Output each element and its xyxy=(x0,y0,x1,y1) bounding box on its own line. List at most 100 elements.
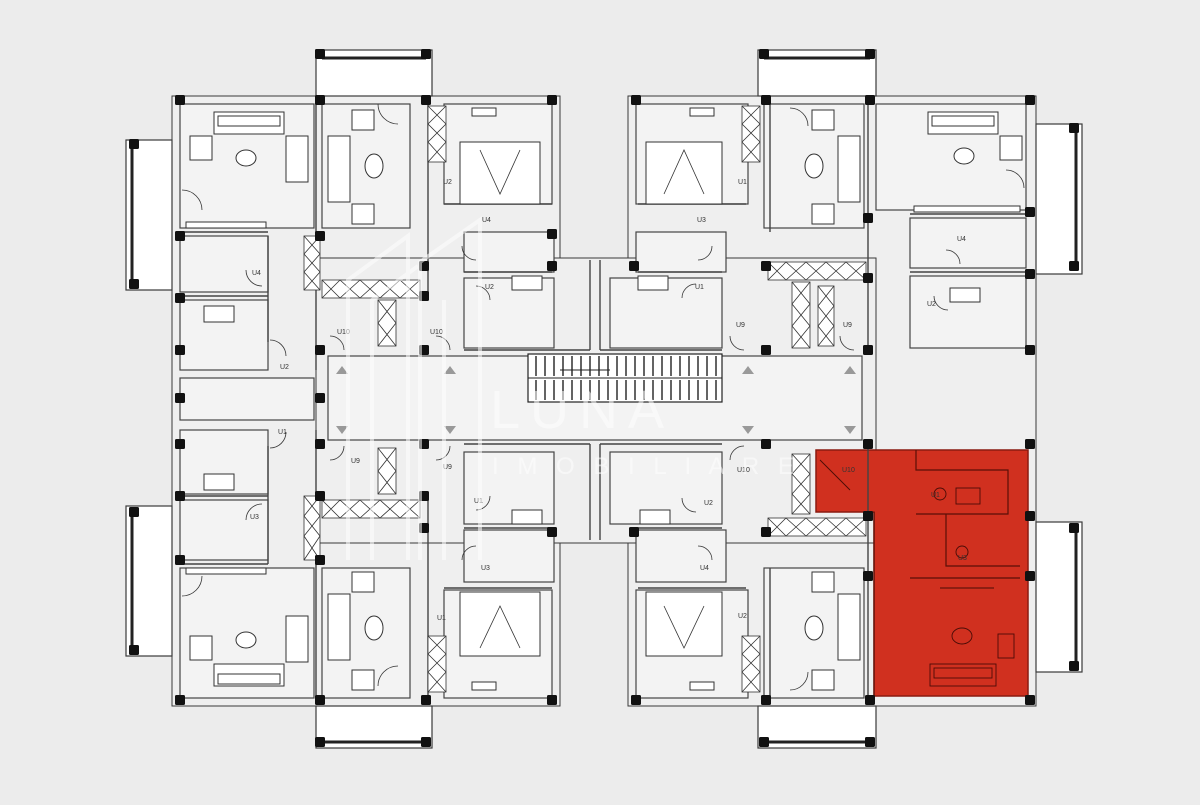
room-bl-kitchen xyxy=(179,499,269,561)
structural-column xyxy=(547,695,557,705)
structural-column xyxy=(175,231,185,241)
structural-column xyxy=(315,231,325,241)
door-tag: U10 xyxy=(842,467,855,474)
structural-column xyxy=(175,555,185,565)
corridor-left-link xyxy=(179,377,315,421)
structural-column xyxy=(175,95,185,105)
structural-column xyxy=(421,695,431,705)
structural-column xyxy=(629,527,639,537)
door-tag: U9 xyxy=(843,322,852,329)
structural-column xyxy=(175,695,185,705)
furniture xyxy=(185,107,1023,691)
room-tr-dining2 xyxy=(909,275,1027,349)
structural-column xyxy=(175,345,185,355)
structural-column xyxy=(629,261,639,271)
door-tag: U1 xyxy=(738,179,747,186)
structural-column xyxy=(865,95,875,105)
structural-column xyxy=(129,507,139,517)
structural-column xyxy=(175,439,185,449)
room-tr-dining xyxy=(609,277,723,349)
door-tag: U3 xyxy=(481,565,490,572)
watermark: LUNA I M O B I L I A R E xyxy=(346,216,800,560)
door-tag: U2 xyxy=(738,613,747,620)
door-tag: U10 xyxy=(337,329,350,336)
structural-column xyxy=(761,95,771,105)
structural-column xyxy=(863,273,873,283)
structural-column xyxy=(863,439,873,449)
structural-column xyxy=(315,49,325,59)
door-tag: U3 xyxy=(958,555,967,562)
shafts xyxy=(303,105,867,693)
door-tag: U1 xyxy=(931,492,940,499)
structural-column xyxy=(315,737,325,747)
structural-column xyxy=(863,511,873,521)
structural-column xyxy=(421,737,431,747)
structural-column xyxy=(761,527,771,537)
structural-column xyxy=(175,293,185,303)
structural-column xyxy=(315,555,325,565)
structural-column xyxy=(1025,95,1035,105)
structural-column xyxy=(547,229,557,239)
door-tag: U10 xyxy=(430,329,443,336)
structural-column xyxy=(1025,571,1035,581)
structural-column xyxy=(547,261,557,271)
door-tag: U1 xyxy=(695,284,704,291)
door-tag: U2 xyxy=(704,500,713,507)
columns xyxy=(129,49,1079,747)
door-tag: U2 xyxy=(280,364,289,371)
door-tag: U3 xyxy=(697,217,706,224)
structural-column xyxy=(761,261,771,271)
structural-column xyxy=(129,645,139,655)
structural-column xyxy=(1069,661,1079,671)
structural-column xyxy=(761,695,771,705)
structural-column xyxy=(1025,695,1035,705)
door-tag: U2 xyxy=(443,179,452,186)
door-tag: U2 xyxy=(927,301,936,308)
balconies xyxy=(125,49,1083,749)
room-tl-dining xyxy=(179,235,269,293)
structural-column xyxy=(1025,207,1035,217)
room-bl-kitchen2 xyxy=(463,529,555,583)
structural-column xyxy=(129,279,139,289)
door-tag: U2 xyxy=(485,284,494,291)
door-tags: U2 U4 U2 U1 U3 U1 U4 U2 U4 U2 U10 U10 U9… xyxy=(250,179,967,622)
door-tag: U4 xyxy=(482,217,491,224)
structural-column xyxy=(865,49,875,59)
structural-column xyxy=(759,49,769,59)
structural-column xyxy=(547,527,557,537)
door-tag: U1 xyxy=(278,429,287,436)
structural-column xyxy=(761,345,771,355)
structural-column xyxy=(1025,511,1035,521)
structural-column xyxy=(315,95,325,105)
structural-column xyxy=(865,695,875,705)
door-tag: U4 xyxy=(700,565,709,572)
corridor-markers xyxy=(336,366,856,434)
structural-column xyxy=(315,439,325,449)
structural-column xyxy=(865,737,875,747)
door-tag: U9 xyxy=(736,322,745,329)
staircase xyxy=(527,353,723,403)
structural-column xyxy=(315,491,325,501)
structural-column xyxy=(863,571,873,581)
structural-column xyxy=(1069,123,1079,133)
structural-column xyxy=(547,95,557,105)
door-tag: U4 xyxy=(252,270,261,277)
door-tag: U3 xyxy=(250,514,259,521)
structural-column xyxy=(863,345,873,355)
door-tag: U9 xyxy=(443,464,452,471)
door-tag: U4 xyxy=(957,236,966,243)
watermark-subtitle: I M O B I L I A R E xyxy=(492,453,800,480)
structural-column xyxy=(863,213,873,223)
structural-column xyxy=(1069,261,1079,271)
watermark-brand: LUNA xyxy=(490,380,674,440)
structural-column xyxy=(1025,439,1035,449)
door-tag: U1 xyxy=(437,615,446,622)
structural-column xyxy=(1025,345,1035,355)
structural-column xyxy=(631,95,641,105)
door-tag: U10 xyxy=(737,467,750,474)
structural-column xyxy=(315,695,325,705)
structural-column xyxy=(1025,269,1035,279)
structural-column xyxy=(631,695,641,705)
structural-column xyxy=(129,139,139,149)
structural-column xyxy=(175,393,185,403)
